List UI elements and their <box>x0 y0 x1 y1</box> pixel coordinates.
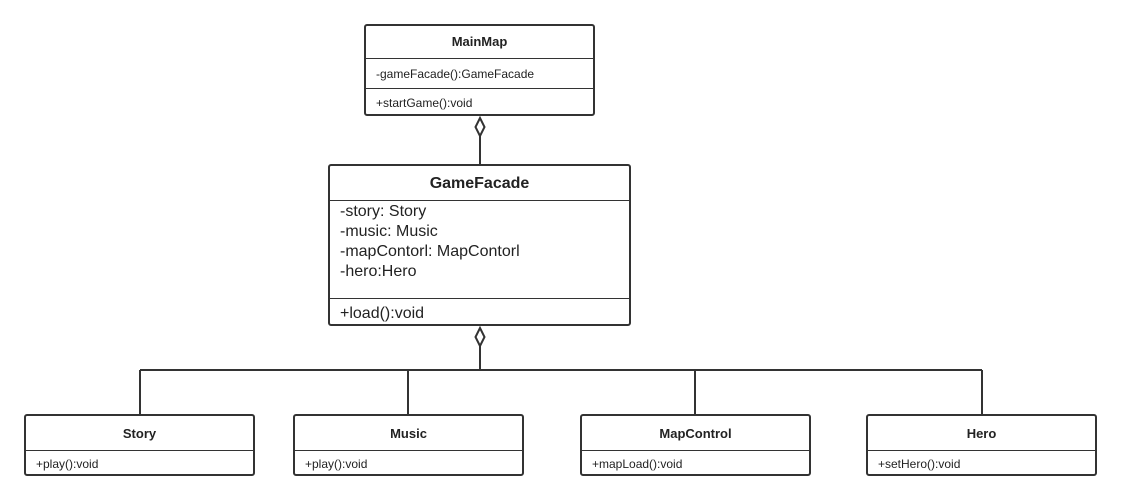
class-name-hero: Hero <box>966 426 997 441</box>
class-operation-hero: +setHero():void <box>868 450 1095 474</box>
class-name-mainmap: MainMap <box>451 34 508 49</box>
class-name-music: Music <box>390 426 427 441</box>
class-name-story: Story <box>122 426 157 441</box>
class-box-story[interactable]: Story +play():void <box>24 414 255 476</box>
class-attributes-gamefacade: -story: Story -music: Music -mapContorl:… <box>330 200 629 298</box>
class-attribute-mainmap: -gameFacade():GameFacade <box>366 58 593 88</box>
class-name-gamefacade: GameFacade <box>429 175 530 192</box>
aggregation-diamond-gamefacade <box>474 325 486 349</box>
class-attribute-story: -story: Story <box>340 203 427 220</box>
class-box-hero[interactable]: Hero +setHero():void <box>866 414 1097 476</box>
class-name-mapcontrol: MapControl <box>659 426 732 441</box>
class-attribute-music: -music: Music <box>340 223 438 240</box>
class-attribute-mapcontorl: -mapContorl: MapContorl <box>340 243 520 260</box>
class-box-music[interactable]: Music +play():void <box>293 414 524 476</box>
class-box-mapcontrol[interactable]: MapControl +mapLoad():void <box>580 414 811 476</box>
aggregation-diamond-mainmap <box>474 115 486 139</box>
aggregation-connector-gamefacade-parts <box>139 346 983 414</box>
class-operation-music: +play():void <box>295 450 522 474</box>
class-operation-mainmap: +startGame():void <box>366 88 593 114</box>
class-operation-gamefacade: +load():void <box>330 298 629 324</box>
class-operation-mapcontrol: +mapLoad():void <box>582 450 809 474</box>
class-box-gamefacade[interactable]: GameFacade -story: Story -music: Music -… <box>328 164 631 326</box>
class-box-mainmap[interactable]: MainMap -gameFacade():GameFacade +startG… <box>364 24 595 116</box>
class-operation-story: +play():void <box>26 450 253 474</box>
class-attribute-hero: -hero:Hero <box>340 263 417 280</box>
